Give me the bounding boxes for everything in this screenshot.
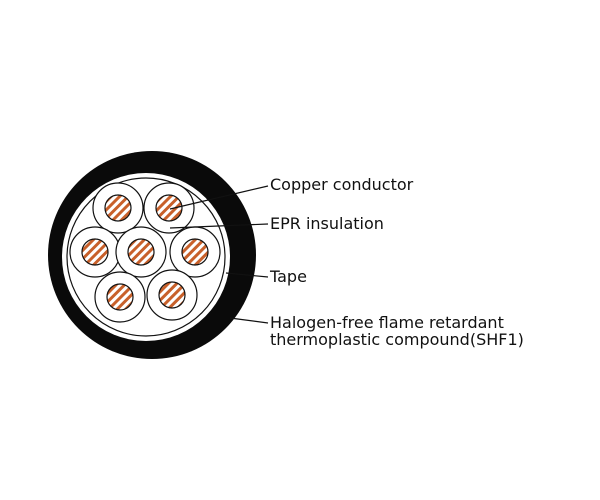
copper-conductor [127, 238, 155, 266]
copper-conductor [158, 281, 186, 309]
copper-conductor [155, 194, 183, 222]
leader-line-sheath [229, 317, 269, 324]
copper-conductor [104, 194, 132, 222]
label-epr-insulation: EPR insulation [270, 214, 384, 233]
label-sheath-line1: Halogen-free flame retardant [270, 313, 504, 332]
tape-inner-line [66, 177, 226, 337]
copper-conductor [181, 238, 209, 266]
leader-line-insulation [169, 223, 269, 229]
leader-line-conductor [169, 185, 269, 210]
leader-line-tape [225, 272, 269, 278]
copper-conductor [106, 283, 134, 311]
label-tape: Tape [270, 267, 307, 286]
label-sheath-line2: thermoplastic compound(SHF1) [270, 330, 524, 349]
label-copper-conductor: Copper conductor [270, 175, 414, 194]
copper-conductor [81, 238, 109, 266]
